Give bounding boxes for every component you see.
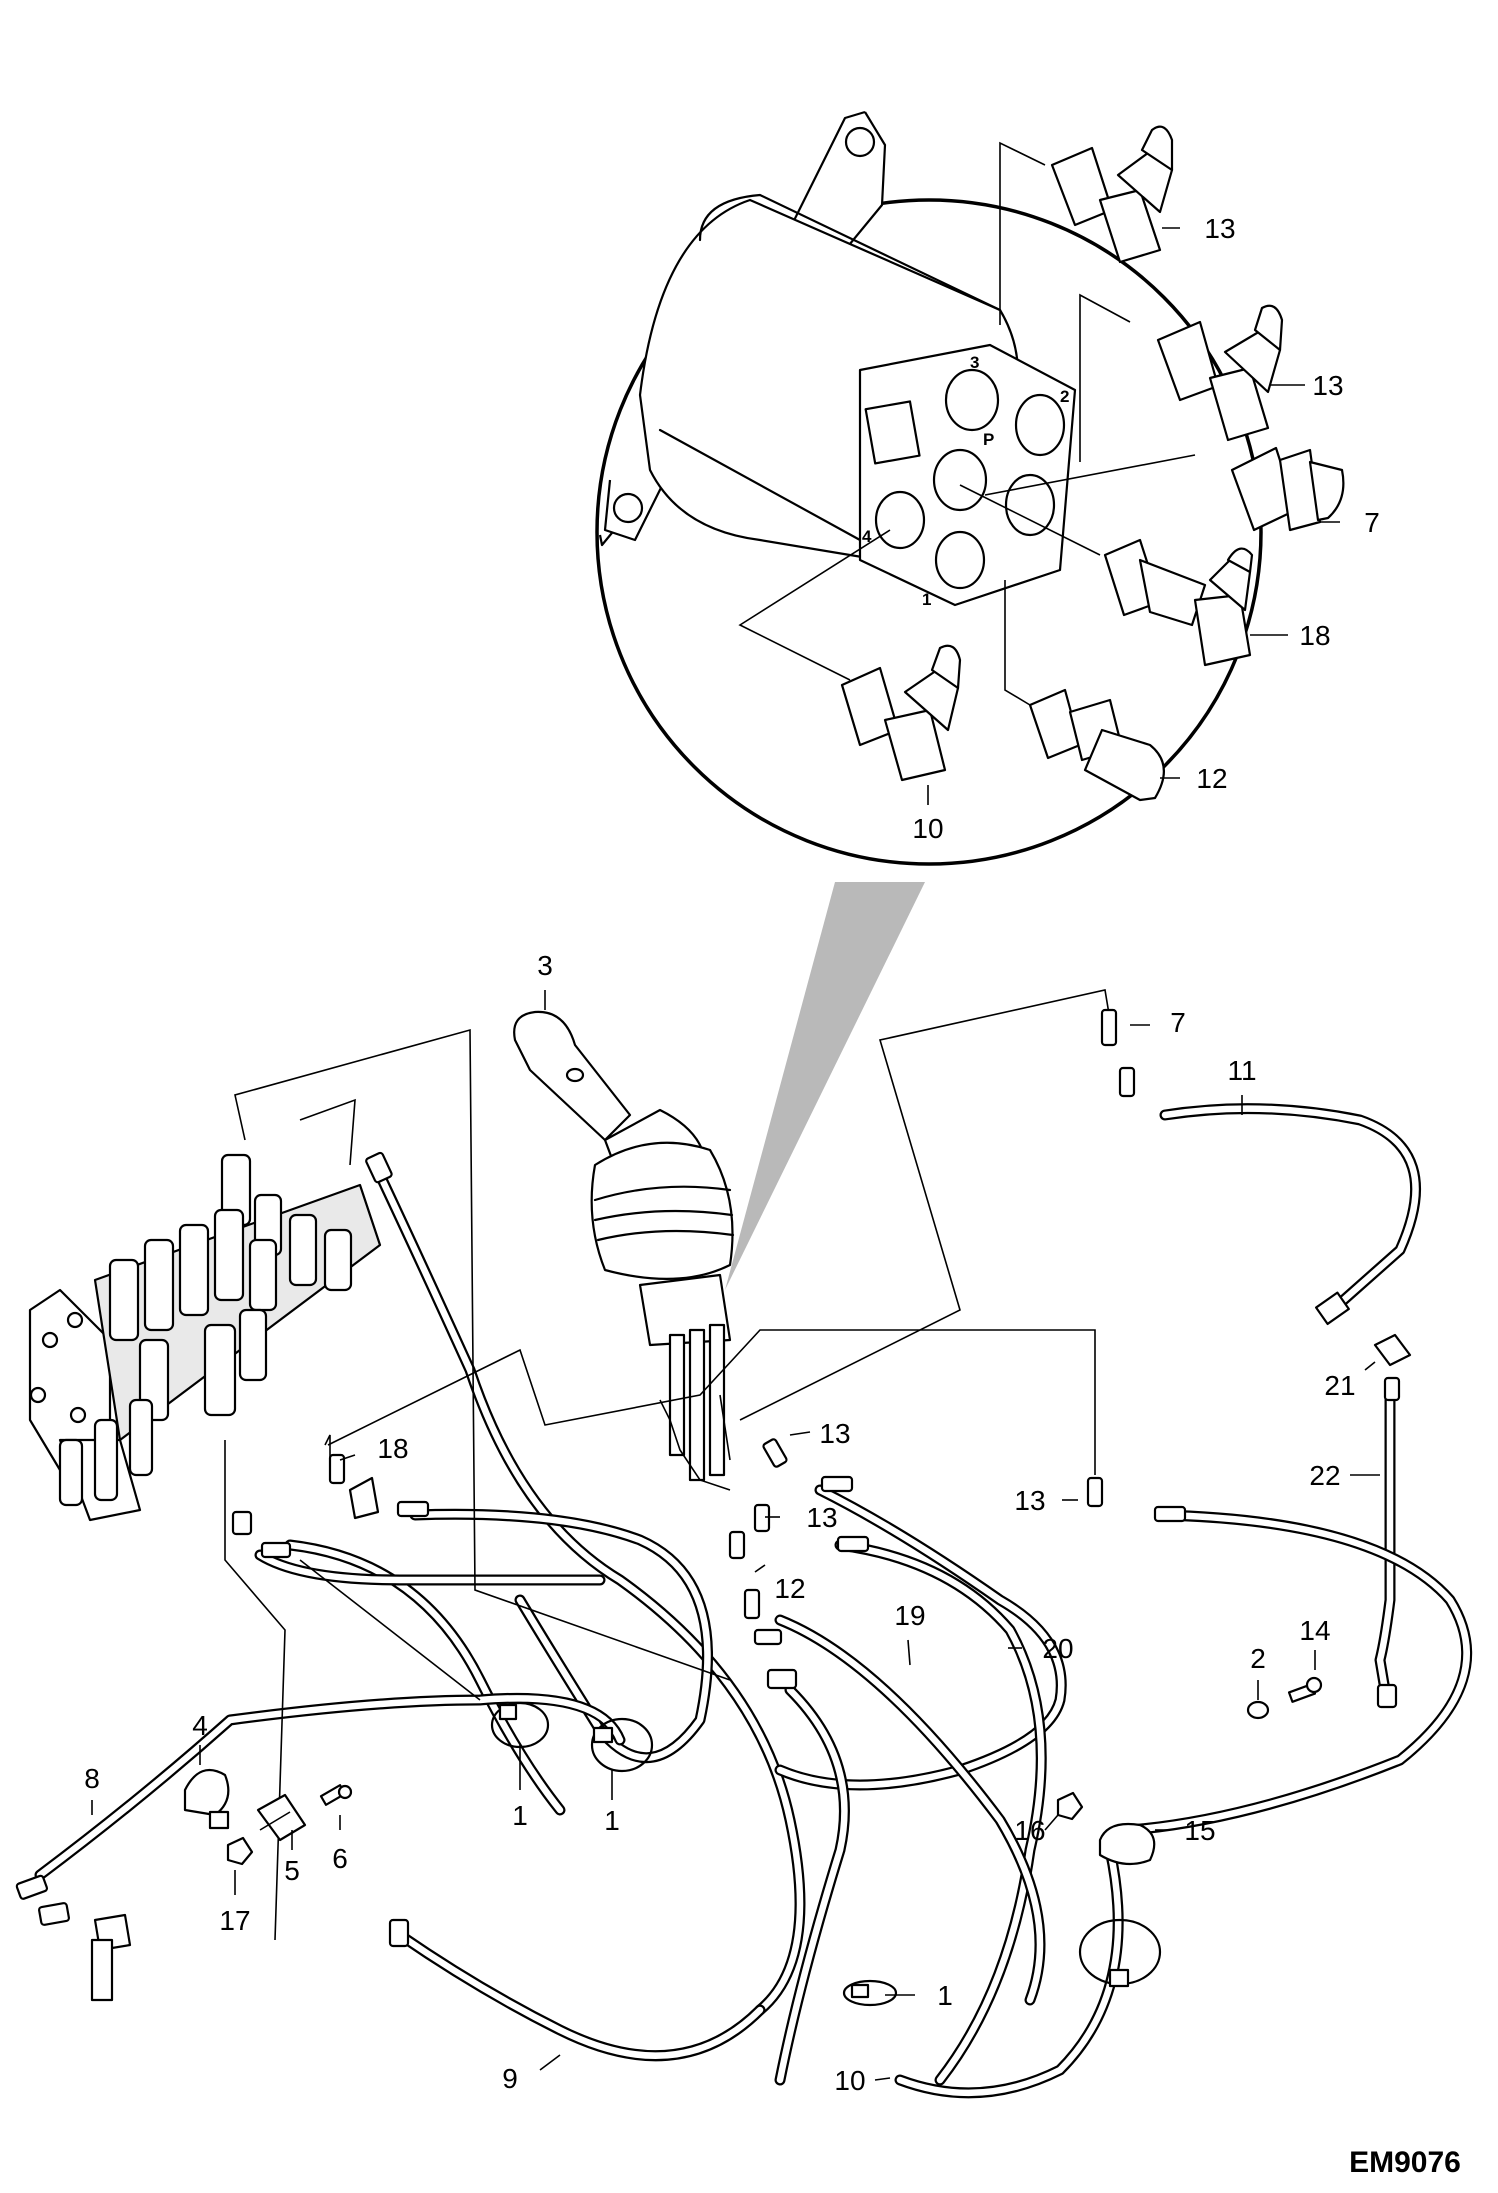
detail-elbow-fitting [1156, 304, 1284, 442]
callout-number: 14 [1299, 1615, 1330, 1646]
port-mark: P [983, 430, 994, 449]
callout-number: 13 [1204, 213, 1235, 244]
port-3 [944, 368, 1000, 432]
callout-number: 7 [1170, 1007, 1186, 1038]
detail-elbow-fitting [840, 644, 962, 782]
callout-number: 2 [1250, 1643, 1266, 1674]
callout-number: 19 [894, 1600, 925, 1631]
pilot-valve-body: 3 2 P 4 1 [598, 110, 1077, 609]
callout-number: 1 [604, 1805, 620, 1836]
callout-number: 21 [1324, 1370, 1355, 1401]
control-valve-bank [28, 1153, 382, 1522]
detail-zoom-cone [725, 882, 925, 1290]
port-mark: 3 [970, 353, 979, 372]
hose-clamp [183, 1768, 230, 1817]
callout-number: 8 [84, 1763, 100, 1794]
port-mark: 2 [1060, 387, 1069, 406]
assembly-leaders [224, 989, 1111, 1941]
port-mark: 1 [922, 590, 931, 609]
port-1 [934, 530, 986, 590]
callout-number: 13 [806, 1502, 837, 1533]
callout-number: 18 [377, 1433, 408, 1464]
callout-number: 6 [332, 1843, 348, 1874]
callout-number: 10 [834, 2065, 865, 2096]
callout-number: 9 [502, 2063, 518, 2094]
callout-number: 15 [1184, 1815, 1215, 1846]
detail-elbow-fitting [1050, 125, 1174, 264]
callout-number: 7 [1364, 507, 1380, 538]
cable-tie [590, 1717, 654, 1773]
callout-number: 3 [537, 950, 553, 981]
port-mark: 4 [862, 527, 872, 546]
callout-number: 10 [912, 813, 943, 844]
callout-leaders [91, 990, 1380, 2081]
hoses [34, 1103, 1473, 2099]
drawing-code: EM9076 [1349, 2146, 1461, 2179]
callout-number: 17 [219, 1905, 250, 1936]
port-p [932, 448, 988, 512]
detail-plug-fitting [1028, 688, 1165, 802]
detail-long-elbow-fitting [1103, 538, 1254, 667]
callout-number: 1 [512, 1800, 528, 1831]
callout-number: 20 [1042, 1633, 1073, 1664]
callout-number: 12 [774, 1573, 805, 1604]
clamps-and-hardware [183, 1676, 1323, 2007]
port-t [1004, 473, 1056, 537]
cable-tie [842, 1979, 898, 2007]
callout-number: 5 [284, 1855, 300, 1886]
detail-straight-fitting [1230, 446, 1345, 532]
detail-view: 3 2 P 4 1 [595, 110, 1345, 1290]
callout-number: 18 [1299, 620, 1330, 651]
hose-clamp [1098, 1822, 1156, 1866]
callout-number: 22 [1309, 1460, 1340, 1491]
callout-number: 13 [1312, 370, 1343, 401]
callout-number: 13 [819, 1418, 850, 1449]
detail-leaders [738, 141, 1196, 706]
fittings [15, 1008, 1412, 2002]
callout-number: 1 [937, 1980, 953, 2011]
callout-number: 16 [1014, 1815, 1045, 1846]
callout-number: 4 [192, 1710, 208, 1741]
port-4 [874, 490, 926, 550]
callout-number: 11 [1227, 1055, 1256, 1086]
joystick-assembly [513, 1010, 735, 1491]
callout-number: 12 [1196, 763, 1227, 794]
callout-number: 13 [1014, 1485, 1045, 1516]
port-2 [1014, 393, 1066, 457]
